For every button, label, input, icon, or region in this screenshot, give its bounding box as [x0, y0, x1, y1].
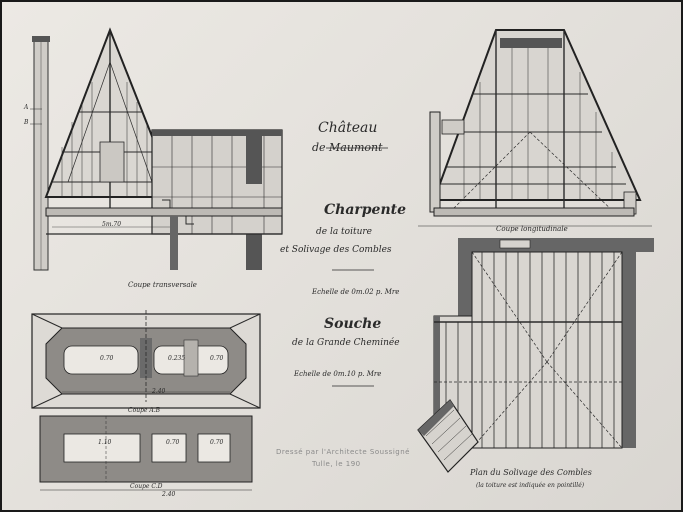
mark-b: B	[24, 119, 29, 126]
caption-coupe-longitudinale: Coupe longitudinale	[496, 225, 568, 233]
coupe-longitudinale-drawing	[418, 29, 652, 227]
caption-coupe-ab: Coupe A.B	[128, 407, 161, 414]
coupe-transversale-drawing	[30, 27, 283, 271]
dim-base-3: 0.70	[210, 439, 224, 446]
souche-elevation-drawing	[39, 415, 253, 491]
dim-chimney-2: 0.235	[168, 355, 186, 362]
architect-signature: Dressé par l'Architecte Soussigné	[276, 448, 410, 456]
signature-date: Tulle, le 190	[312, 460, 361, 468]
charpente-scale: Echelle de 0m.02 p. Mre	[312, 288, 400, 296]
title-flourishes	[326, 147, 388, 387]
mark-a: A	[24, 104, 29, 111]
dim-floor-span: 5m.70	[102, 221, 122, 228]
dim-base-2: 0.70	[166, 439, 180, 446]
souche-scale: Echelle de 0m.10 p. Mre	[294, 370, 382, 378]
dim-chimney-3: 0.70	[210, 355, 224, 362]
title-maumont: de Maumont	[312, 141, 383, 154]
caption-plan-line2: (la toiture est indiquée en pointillé)	[476, 482, 585, 489]
charpente-line1: de la toiture	[316, 227, 373, 237]
charpente-heading: Charpente	[324, 202, 407, 218]
souche-line1: de la Grande Cheminée	[292, 338, 400, 348]
title-chateau: Château	[318, 120, 378, 136]
caption-plan-line1: Plan du Solivage des Combles	[470, 468, 592, 477]
caption-coupe-cd: Coupe C.D	[130, 483, 163, 490]
dim-bottom-width: 2.40	[162, 491, 176, 498]
dim-top-width: 2.40	[152, 388, 166, 395]
caption-coupe-transversale: Coupe transversale	[128, 281, 197, 289]
souche-heading: Souche	[324, 316, 382, 332]
charpente-line2: et Solivage des Combles	[280, 245, 392, 255]
plan-solivage-drawing	[417, 238, 654, 473]
dim-chimney-1: 0.70	[100, 355, 114, 362]
souche-plan-drawing	[31, 310, 261, 409]
dim-base-1: 1.10	[98, 439, 112, 446]
